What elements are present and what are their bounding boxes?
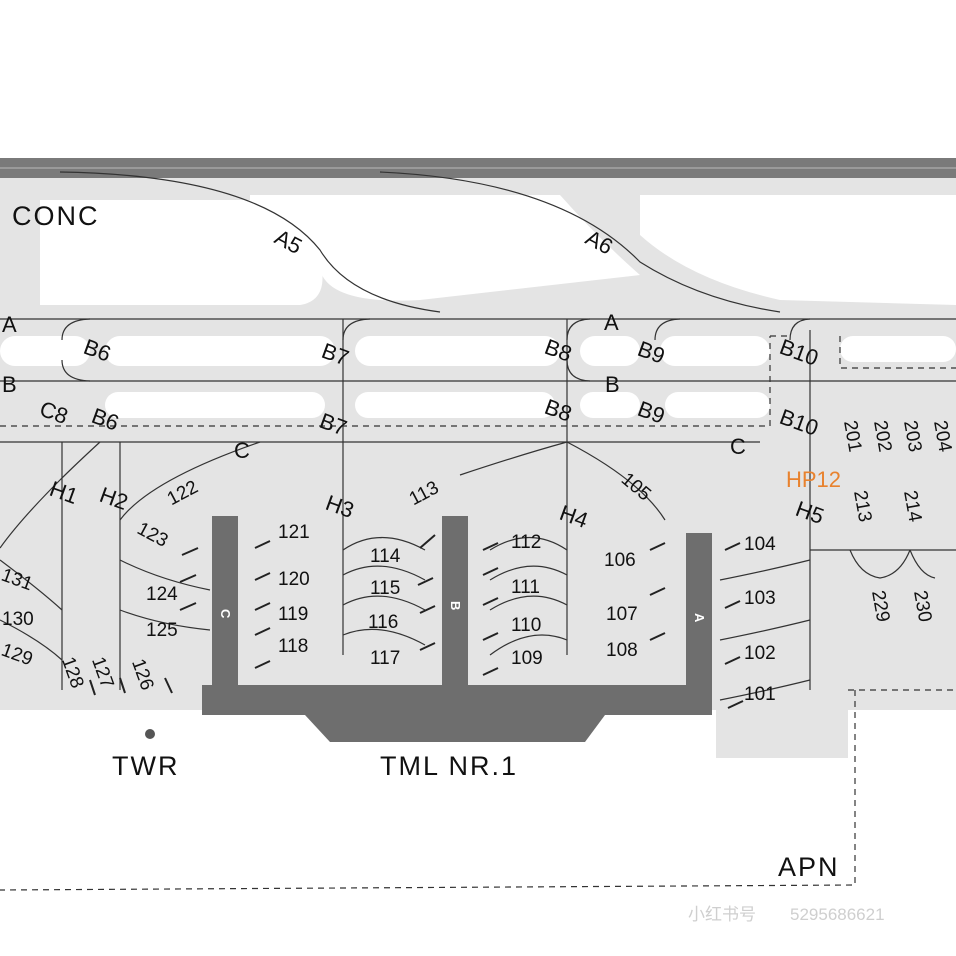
svg-text:110: 110 bbox=[511, 615, 541, 636]
taxiway-lines bbox=[0, 171, 956, 701]
grass-island bbox=[355, 392, 555, 418]
svg-text:117: 117 bbox=[370, 648, 400, 669]
watermark: 小红书号 5295686621 bbox=[688, 905, 885, 924]
grass-island bbox=[660, 336, 770, 366]
grass-island bbox=[665, 392, 770, 418]
boundary-lines bbox=[0, 335, 956, 891]
svg-text:103: 103 bbox=[744, 588, 776, 609]
svg-text:112: 112 bbox=[511, 532, 541, 553]
svg-text:125: 125 bbox=[146, 620, 178, 641]
stand-markers bbox=[89, 534, 744, 709]
svg-text:106: 106 bbox=[604, 550, 636, 571]
pier-label: C bbox=[218, 609, 233, 619]
svg-text:109: 109 bbox=[511, 648, 543, 669]
svg-text:C: C bbox=[730, 434, 746, 459]
svg-text:B: B bbox=[605, 372, 620, 397]
svg-text:124: 124 bbox=[146, 584, 178, 605]
grass-island bbox=[580, 392, 640, 418]
svg-text:小红书号: 小红书号 bbox=[688, 905, 756, 924]
svg-text:115: 115 bbox=[370, 578, 400, 599]
svg-text:107: 107 bbox=[606, 604, 638, 625]
svg-text:130: 130 bbox=[2, 609, 34, 630]
svg-text:116: 116 bbox=[368, 612, 398, 633]
svg-text:101: 101 bbox=[744, 684, 776, 705]
svg-text:A: A bbox=[2, 312, 17, 337]
apron-pavement-east bbox=[716, 640, 848, 758]
grass-island bbox=[105, 392, 325, 418]
grass-island bbox=[105, 336, 335, 366]
hotspot-label: HP12 bbox=[786, 467, 841, 492]
grass-island bbox=[250, 195, 640, 301]
svg-text:120: 120 bbox=[278, 569, 310, 590]
grass-island bbox=[580, 336, 640, 366]
svg-text:104: 104 bbox=[744, 534, 776, 555]
area-label-apron: APN bbox=[778, 852, 840, 882]
svg-text:A: A bbox=[604, 310, 619, 335]
svg-text:121: 121 bbox=[278, 522, 310, 543]
grass-island bbox=[0, 336, 90, 366]
svg-text:102: 102 bbox=[744, 643, 776, 664]
tower-symbol bbox=[145, 729, 155, 739]
svg-text:B: B bbox=[2, 372, 17, 397]
pier-label: A bbox=[692, 613, 707, 623]
grass-island bbox=[355, 336, 560, 366]
grass-island bbox=[840, 336, 956, 362]
svg-text:111: 111 bbox=[511, 577, 540, 598]
area-label-tower: TWR bbox=[112, 751, 179, 781]
area-label-conc: CONC bbox=[12, 201, 100, 231]
area-label-terminal: TML NR.1 bbox=[380, 751, 518, 781]
terminal-building bbox=[202, 516, 712, 742]
svg-text:108: 108 bbox=[606, 640, 638, 661]
svg-text:C: C bbox=[234, 438, 250, 463]
svg-text:114: 114 bbox=[370, 546, 401, 567]
grass-island bbox=[40, 200, 323, 305]
svg-text:119: 119 bbox=[278, 604, 308, 625]
pier-label: B bbox=[448, 601, 463, 610]
svg-text:5295686621: 5295686621 bbox=[790, 905, 885, 924]
grass-island bbox=[640, 195, 956, 305]
svg-text:118: 118 bbox=[278, 636, 308, 657]
